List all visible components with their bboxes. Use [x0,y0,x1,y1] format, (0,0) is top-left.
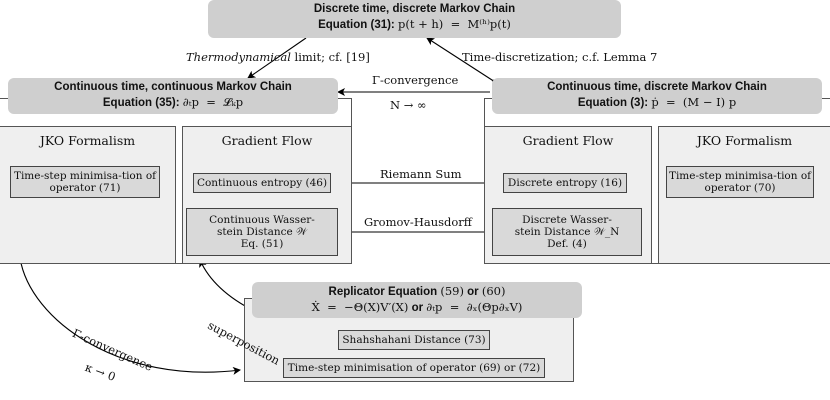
top-title: Discrete time, discrete Markov Chain [313,3,516,15]
bottom-eq-or: or [411,302,424,314]
bottom-title-ref2: (60) [481,284,506,298]
right-header: Continuous time, discrete Markov Chain E… [492,78,822,114]
left-wass-line2: stein Distance 𝒲 [216,226,308,238]
left-jko-title: JKO Formalism [39,133,136,148]
left-entropy-box-text: Continuous entropy (46) [196,177,328,189]
left-jko-box-text: Time-step minimisa-tion of operator (71) [13,170,157,194]
label-n-infinity: N → ∞ [390,98,427,112]
right-title: Continuous time, discrete Markov Chain [547,81,767,93]
left-eq-math: ∂ₜp = 𝓛ₖp [182,95,244,109]
top-eq-math: p(t + h) = M⁽ʰ⁾p(t) [397,17,511,31]
top-eq-ref: (31): [370,19,395,31]
left-header: Continuous time, continuous Markov Chain… [8,78,338,114]
right-entropy-box-text: Discrete entropy (16) [507,177,623,189]
right-gf-title: Gradient Flow [522,133,614,148]
label-time-discretization: Time-discretization; c.f. Lemma 7 [462,50,658,64]
left-eq-prefix: Equation [102,97,153,109]
right-wass-box: Discrete Wasser- stein Distance 𝒲_N Def.… [492,208,642,256]
time-step-box-text: Time-step minimisation of operator (69) … [287,362,541,374]
right-eq-math: ṗ = (M − I) p [651,95,737,109]
right-wass-line3: Def. (4) [547,238,587,250]
right-wass-line2: stein Distance 𝒲_N [514,226,620,238]
left-entropy-box: Continuous entropy (46) [193,173,331,193]
right-jko-box: Time-step minimisa-tion of operator (70) [666,166,814,198]
left-wass-box: Continuous Wasser- stein Distance 𝒲 Eq. … [186,208,338,256]
shahshahani-box: Shahshahani Distance (73) [338,330,490,350]
bottom-eq-left: Ẋ = −Θ(X)V′(X) [311,300,409,314]
left-jko-box: Time-step minimisa-tion of operator (71) [10,166,160,198]
time-step-box: Time-step minimisation of operator (69) … [283,358,545,378]
arrow-thermo-limit [247,37,307,79]
right-jko-box-text: Time-step minimisa-tion of operator (70) [668,170,812,194]
right-eq-prefix: Equation [577,97,628,109]
right-eq-ref: (3): [630,97,649,109]
left-wass-line3: Eq. (51) [240,238,284,250]
right-jko-title: JKO Formalism [696,133,793,148]
curve-gamma-convergence-2 [19,257,241,375]
left-eq-ref: (35): [155,97,180,109]
top-eq-prefix: Equation [318,19,368,31]
label-thermo-italic: Thermodynamical [186,50,291,64]
bottom-title-ref: (59) [440,284,464,298]
bottom-title-or: or [467,286,479,298]
bottom-header: Replicator Equation (59) or (60) Ẋ = −Θ(… [252,282,582,318]
arrow-time-discretization [426,37,501,88]
label-gromov-hausdorff: Gromov-Hausdorff [364,215,472,229]
shahshahani-box-text: Shahshahani Distance (73) [342,334,486,346]
left-title: Continuous time, continuous Markov Chain [54,81,292,93]
label-thermo-limit: Thermodynamical limit; cf. [19] [186,50,370,64]
bottom-title-bold: Replicator Equation [328,286,438,298]
label-gamma-convergence: Γ-convergence [372,73,459,87]
label-thermo-rest: limit; cf. [19] [294,50,370,64]
top-header: Discrete time, discrete Markov Chain Equ… [208,0,621,38]
right-wass-line1: Discrete Wasser- [522,214,612,226]
bottom-eq-right: ∂ₜp = ∂ₓ(Θp∂ₓV) [426,300,523,314]
left-wass-line1: Continuous Wasser- [209,214,315,226]
left-gf-title: Gradient Flow [221,133,313,148]
right-entropy-box: Discrete entropy (16) [503,173,627,193]
label-riemann-sum: Riemann Sum [380,167,462,181]
